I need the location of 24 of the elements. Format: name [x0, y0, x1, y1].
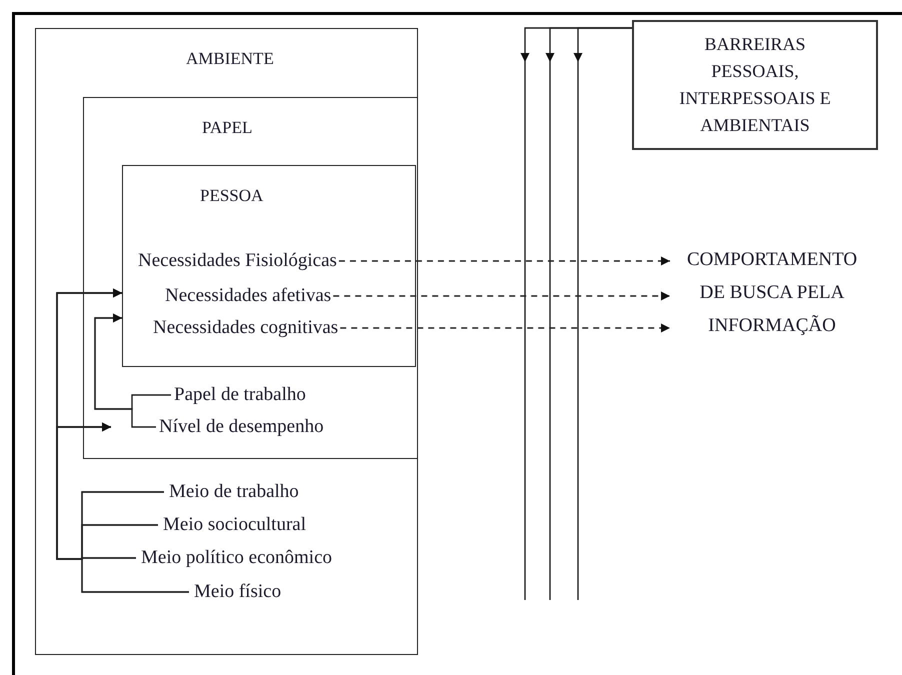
- text-label: Meio político econômico: [141, 544, 332, 572]
- nested-box: [122, 165, 416, 367]
- text-label: Nível de desempenho: [159, 413, 324, 441]
- box-heading: PAPEL: [202, 117, 252, 139]
- box-heading: PESSOA: [200, 185, 264, 207]
- dashed-arrow: [340, 324, 670, 332]
- nested-box: [83, 97, 418, 459]
- dashed-arrow: [338, 256, 670, 266]
- box-heading: AMBIENTE: [186, 48, 274, 70]
- text-label: Necessidades afetivas: [165, 282, 332, 310]
- text-label: Meio sociocultural: [163, 511, 306, 539]
- text-label: Meio físico: [194, 578, 282, 606]
- text-label: COMPORTAMENTO DE BUSCA PELA INFORMAÇÃO: [672, 243, 872, 342]
- text-label: Necessidades cognitivas: [153, 314, 338, 342]
- box-text: BARREIRAS PESSOAIS, INTERPESSOAIS E AMBIENTAIS: [678, 33, 832, 137]
- arrow: [574, 27, 632, 62]
- text-label: Meio de trabalho: [169, 478, 299, 506]
- nested-box: [35, 28, 418, 655]
- arrow: [94, 314, 156, 428]
- text-label: Papel de trabalho: [174, 381, 306, 409]
- dashed-arrow: [333, 292, 670, 300]
- text-label: Necessidades Fisiológicas: [138, 247, 337, 275]
- arrow: [56, 422, 189, 593]
- text-box: [632, 20, 878, 150]
